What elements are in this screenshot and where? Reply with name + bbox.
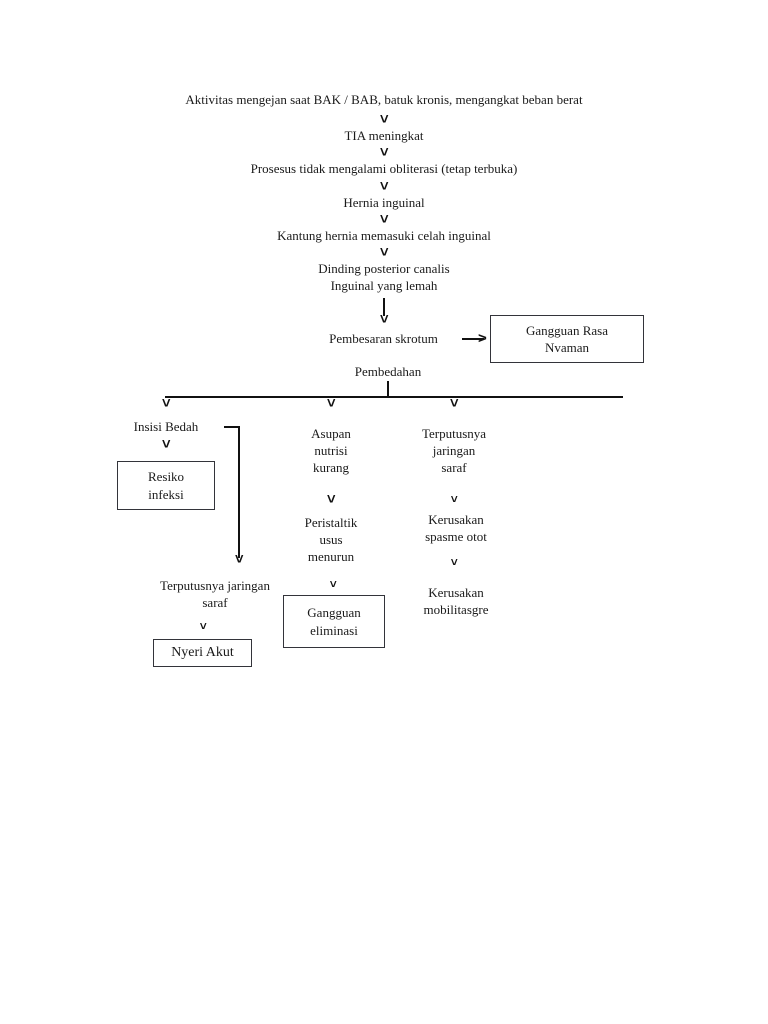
arrow-down-terputusnya-to-nyeri: ˅ bbox=[199, 619, 207, 633]
arrow-down-branch-right: ˅ bbox=[449, 395, 459, 412]
box-gangguan-eliminasi: Gangguan eliminasi bbox=[283, 595, 385, 648]
connector-insisi-elbow-horizontal bbox=[224, 426, 240, 428]
node-aktivitas-mengejan: Aktivitas mengejan saat BAK / BAB, batuk… bbox=[185, 92, 583, 107]
node-pembedahan: Pembedahan bbox=[354, 364, 422, 379]
distribution-bar bbox=[165, 396, 623, 398]
arrow-down-terputusnya-to-kerusakan-spasme: ˅ bbox=[450, 492, 458, 506]
box-gangguan-rasa-nyaman: Gangguan Rasa Nvaman bbox=[490, 315, 644, 363]
connector-pembedahan-stem bbox=[387, 381, 389, 398]
arrow-down-branch-left: ˅ bbox=[161, 395, 171, 412]
arrow-down-4: ˅ bbox=[379, 211, 389, 228]
arrow-right-to-gangguan-rasa: > bbox=[462, 330, 492, 347]
arrow-down-1: ˅ bbox=[379, 111, 389, 128]
node-kerusakan-mobilitas: Kerusakan mobilitasgre bbox=[423, 585, 489, 617]
node-peristaltik-usus-menurun: Peristaltik usus menurun bbox=[304, 515, 358, 564]
node-kerusakan-spasme-otot: Kerusakan spasme otot bbox=[425, 512, 487, 544]
node-insisi-bedah: Insisi Bedah bbox=[133, 419, 199, 434]
arrow-shaft bbox=[462, 338, 484, 340]
arrow-down-peristaltik-to-gangguan: ˅ bbox=[329, 577, 337, 591]
node-kantung-hernia: Kantung hernia memasuki celah inguinal bbox=[277, 228, 491, 243]
arrow-down-3: ˅ bbox=[379, 178, 389, 195]
arrow-down-2: ˅ bbox=[379, 144, 389, 161]
node-hernia-inguinal: Hernia inguinal bbox=[343, 195, 425, 210]
box-resiko-infeksi: Resiko infeksi bbox=[117, 461, 215, 510]
arrow-head: > bbox=[478, 330, 487, 347]
arrow-down-spasme-to-mobilitas: ˅ bbox=[450, 555, 458, 569]
arrow-down-6: ˅ bbox=[379, 311, 389, 328]
node-terputusnya-jaringan-saraf-bawah: Terputusnya jaringan saraf bbox=[160, 578, 270, 610]
node-tia-meningkat: TIA meningkat bbox=[344, 128, 424, 143]
box-nyeri-akut: Nyeri Akut bbox=[153, 639, 252, 667]
node-terputusnya-jaringan-saraf-kanan: Terputusnya jaringan saraf bbox=[421, 426, 487, 475]
arrow-down-asupan-to-peristaltik: ˅ bbox=[326, 491, 336, 508]
connector-dinding-to-skrotum bbox=[383, 298, 385, 316]
arrow-down-5: ˅ bbox=[379, 244, 389, 261]
arrow-down-insisi-to-resiko: ˅ bbox=[161, 436, 171, 453]
node-asupan-nutrisi-kurang: Asupan nutrisi kurang bbox=[311, 426, 351, 475]
node-dinding-posterior: Dinding posterior canalis Inguinal yang … bbox=[318, 261, 450, 293]
arrow-down-branch-middle: ˅ bbox=[326, 395, 336, 412]
node-pembesaran-skrotum: Pembesaran skrotum bbox=[329, 331, 438, 346]
node-prosesus-obliterasi: Prosesus tidak mengalami obliterasi (tet… bbox=[250, 161, 518, 176]
connector-insisi-elbow-vertical bbox=[238, 426, 240, 558]
arrow-down-elbow-to-terputusnya: ˅ bbox=[234, 551, 244, 568]
